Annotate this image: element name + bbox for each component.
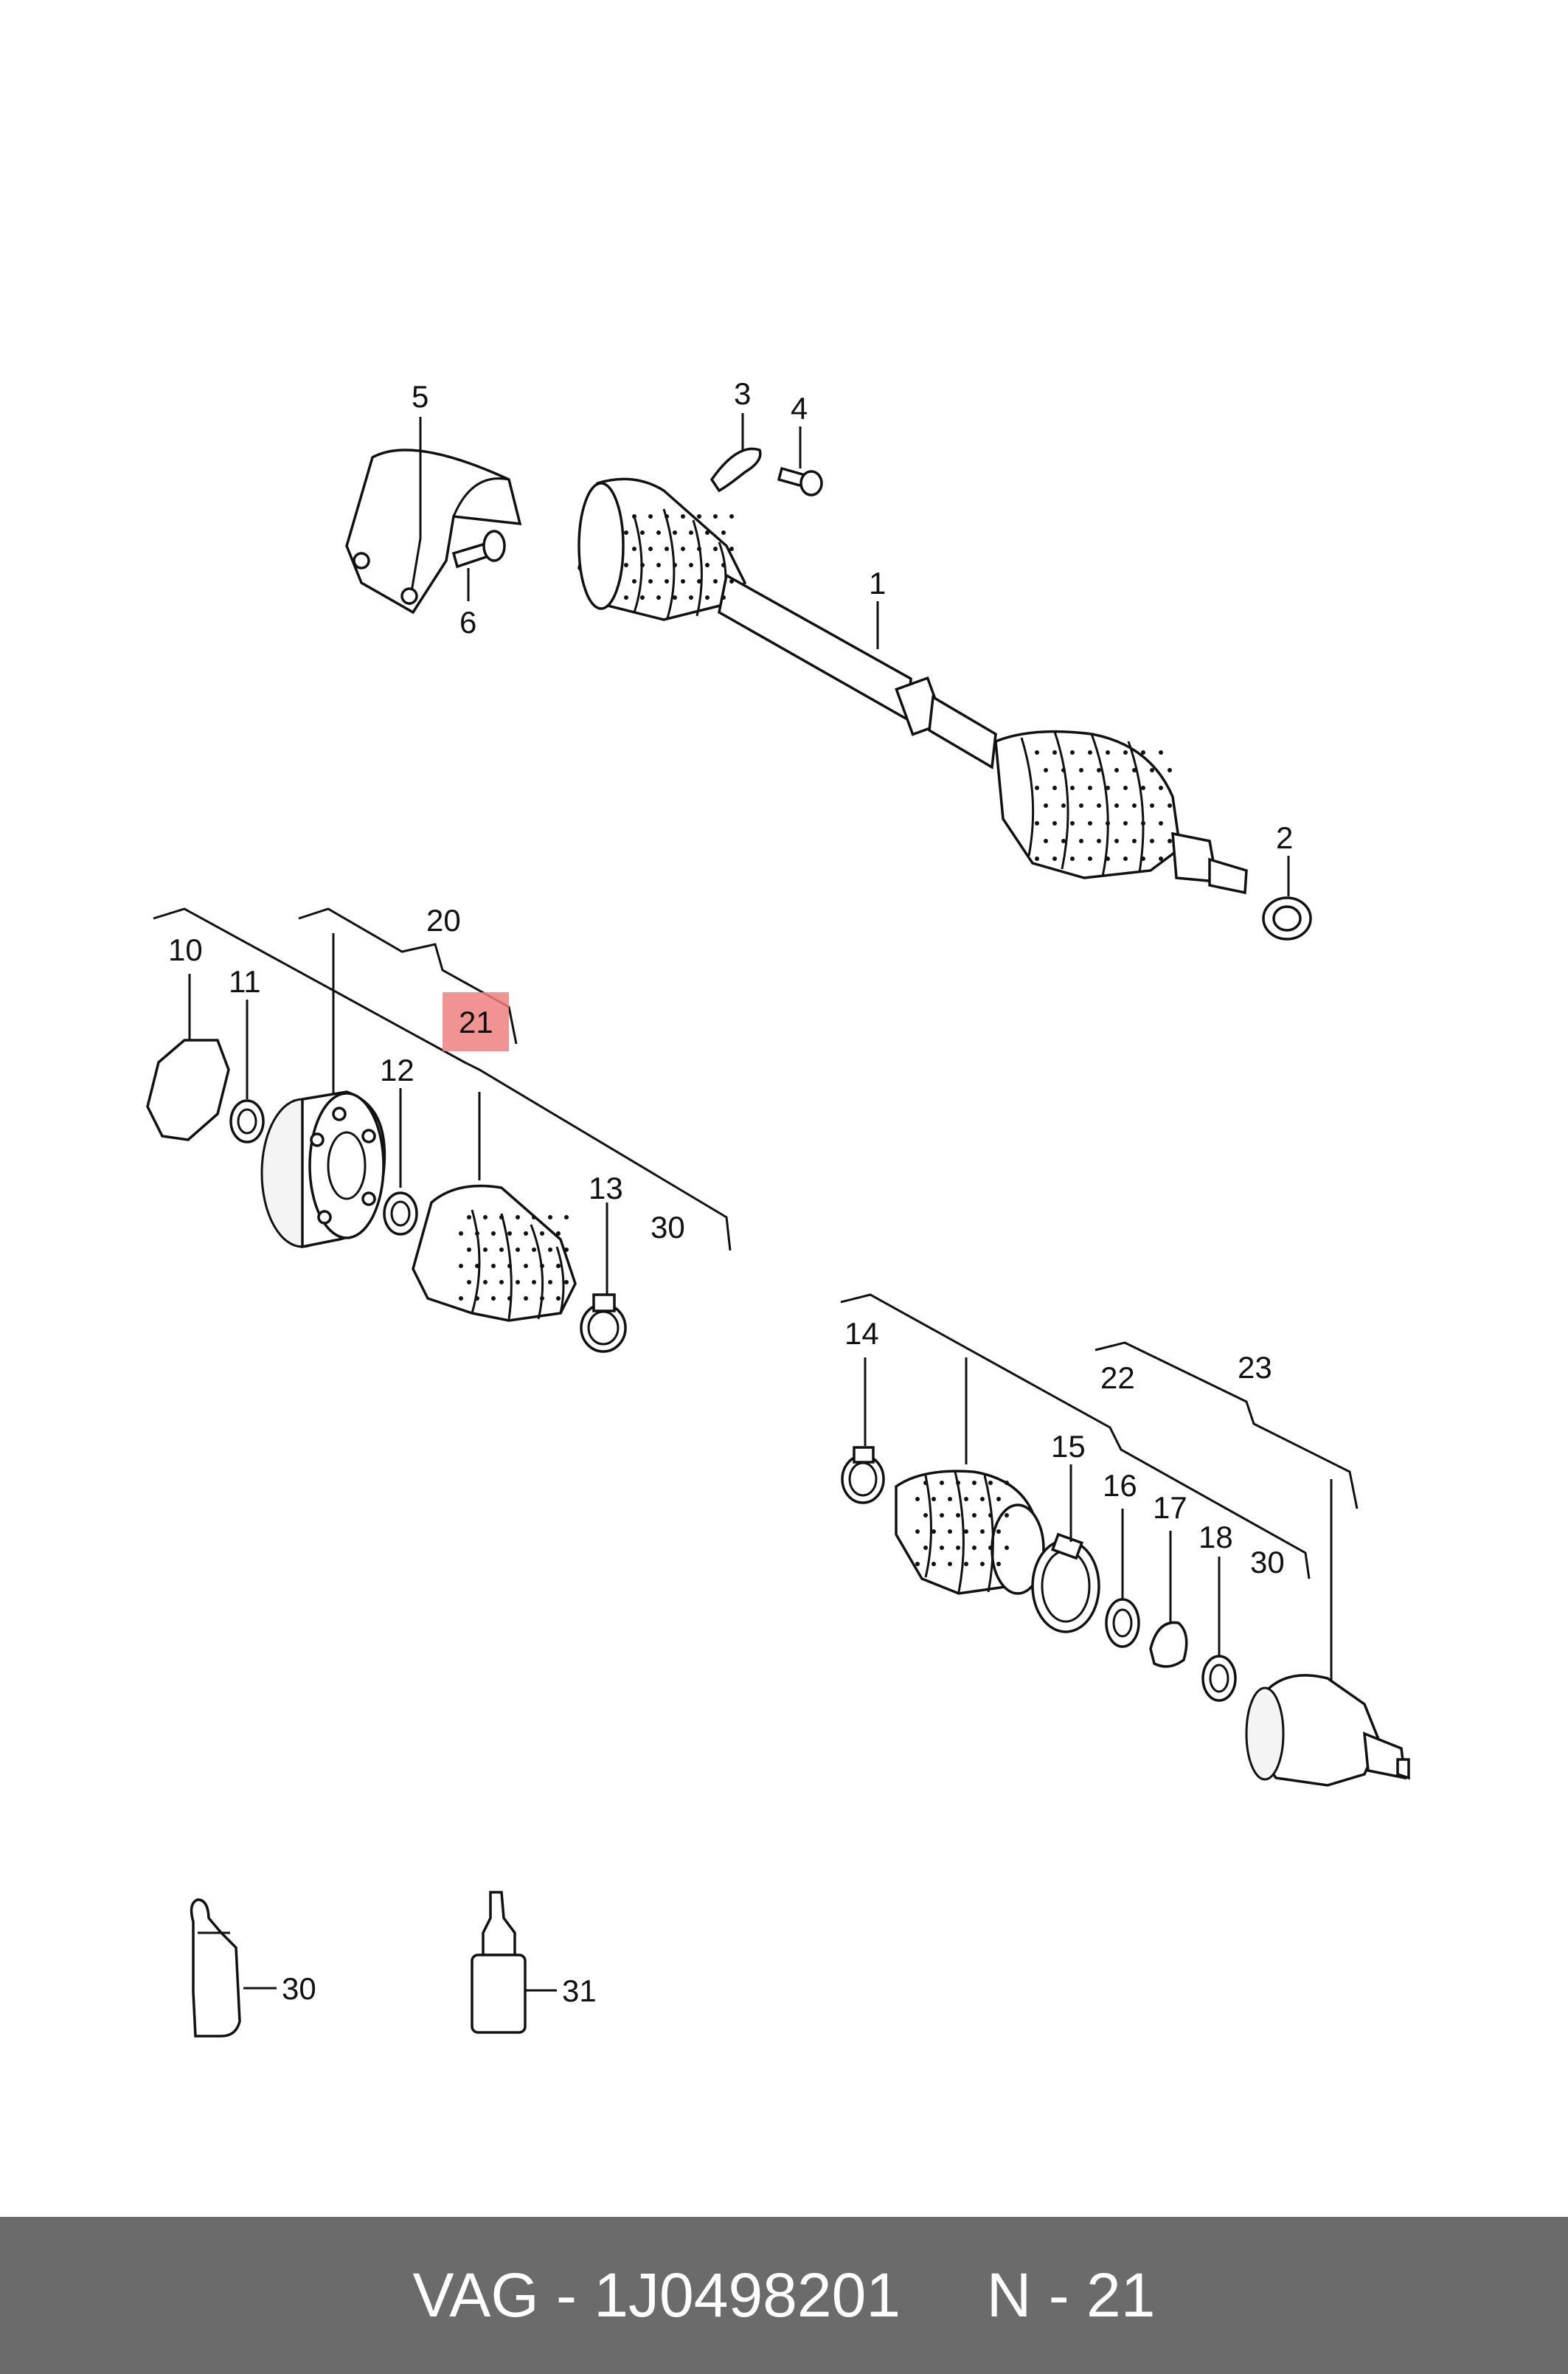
label-18: 18: [1198, 1520, 1233, 1554]
part-17-cup-washer: [1149, 1621, 1188, 1668]
part-number-caption: VAG - 1J0498201 N - 21: [412, 2260, 1156, 2330]
part-18-circlip: [1201, 1655, 1237, 1702]
exploded-parts-diagram: 5 6 3 4 1: [146, 376, 1410, 2038]
label-30-tube: 30: [282, 1971, 316, 2006]
label-3: 3: [734, 376, 751, 411]
part-1-drive-shaft: [577, 477, 1248, 895]
label-20: 20: [426, 903, 461, 938]
footer-bar: VAG - 1J0498201 N - 21: [0, 2217, 1568, 2374]
part-6-bolt: [451, 530, 506, 569]
label-30-upper: 30: [651, 1210, 685, 1245]
part-5-heat-shield: [345, 446, 522, 615]
label-14: 14: [844, 1316, 879, 1351]
label-22: 22: [1100, 1360, 1135, 1395]
label-21: 21: [459, 1005, 493, 1039]
part-30-grease-tube: [190, 1898, 241, 2038]
bracket-22-23-30: [840, 1293, 1359, 1686]
part-15-large-clamp: [1031, 1532, 1100, 1633]
part-13-clamp: [580, 1293, 627, 1353]
part-1-boot-texture: [624, 514, 1172, 861]
part-3-clip: [710, 447, 762, 493]
part-14-clamp: [841, 1446, 885, 1504]
label-4: 4: [791, 391, 808, 426]
highlight-21: [443, 992, 509, 1051]
label-23: 23: [1238, 1350, 1272, 1385]
part-23-outer-joint: [1245, 1674, 1410, 1787]
label-30-lower: 30: [1250, 1545, 1285, 1579]
part-11-circlip: [229, 1099, 265, 1143]
label-17: 17: [1153, 1490, 1187, 1525]
label-11: 11: [229, 964, 261, 999]
label-13: 13: [589, 1171, 623, 1205]
label-6: 6: [459, 605, 476, 640]
part-16-ring: [1105, 1598, 1140, 1648]
label-15: 15: [1051, 1429, 1086, 1464]
part-20-joint-housing: [260, 1090, 386, 1249]
part-31-bottle: [471, 1891, 527, 2034]
part-4-screw: [777, 466, 823, 496]
part-10-gasket: [146, 1039, 230, 1141]
label-2: 2: [1276, 820, 1293, 855]
label-31: 31: [562, 1973, 597, 2008]
part-2-nut: [1262, 896, 1312, 941]
label-16: 16: [1103, 1468, 1137, 1503]
label-12: 12: [380, 1053, 414, 1087]
label-1: 1: [869, 566, 886, 601]
label-10: 10: [168, 932, 203, 967]
part-22-boot-texture: [915, 1481, 1009, 1566]
label-5: 5: [412, 379, 429, 414]
part-21-boot-texture: [459, 1215, 569, 1301]
part-12-ring: [383, 1191, 418, 1236]
